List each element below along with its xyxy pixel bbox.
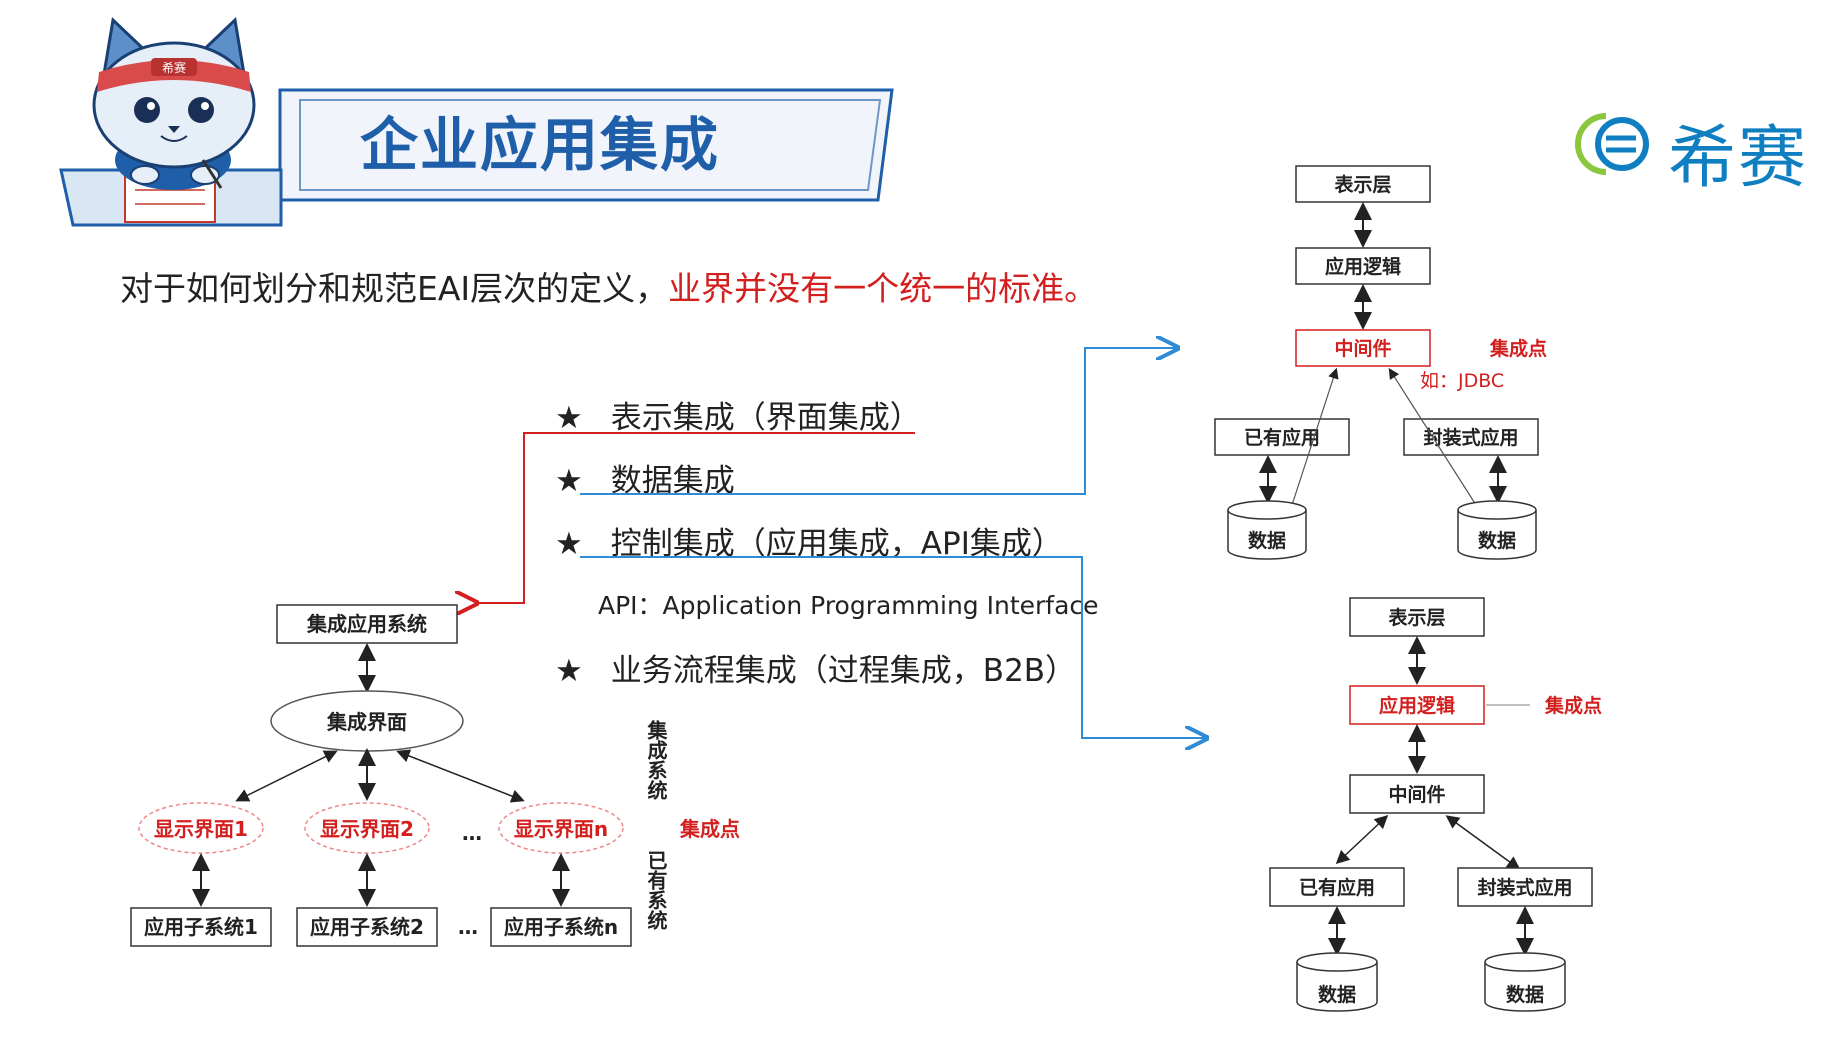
side-label-existing: 已有系统 (644, 850, 668, 931)
star-icon: ★ (555, 526, 583, 562)
connector-data (580, 348, 1176, 495)
subsystem-ellipsis: … (458, 915, 478, 939)
intro-plain: 对于如何划分和规范EAI层次的定义， (120, 269, 669, 308)
ui-integration-diagram: 集成应用系统 集成界面 显示界面1 显示界面2 … 显示界面n 应用子系统1 应… (130, 604, 740, 947)
intro-sentence: 对于如何划分和规范EAI层次的定义，业界并没有一个统一的标准。 (120, 262, 1097, 310)
subsystem-2: 应用子系统2 (310, 915, 424, 939)
star-icon: ★ (555, 463, 583, 499)
existing-app-box: 已有应用 (1244, 426, 1320, 449)
display-ui-2: 显示界面2 (320, 817, 414, 841)
presentation-layer-box: 表示层 (1334, 173, 1391, 196)
item-text: 业务流程集成（过程集成，B2B） (610, 653, 1077, 689)
connector-control (580, 556, 1205, 738)
display-ui-ellipsis: … (462, 821, 482, 845)
brand-name: 希赛 (1668, 119, 1809, 198)
database-2: 数据 (1478, 529, 1516, 552)
star-icon: ★ (555, 653, 583, 689)
subsystem-1: 应用子系统1 (144, 915, 258, 939)
middleware-box: 中间件 (1334, 337, 1391, 360)
database-1: 数据 (1248, 529, 1286, 552)
item-presentation: ★ 表示集成（界面集成） (555, 392, 921, 437)
subsystem-n: 应用子系统n (504, 915, 618, 939)
presentation-layer-box: 表示层 (1388, 606, 1445, 629)
item-process: ★ 业务流程集成（过程集成，B2B） (555, 645, 1076, 690)
app-logic-box: 应用逻辑 (1325, 255, 1401, 278)
api-note: API：Application Programming Interface (598, 591, 1099, 620)
integration-ui-ellipse: 集成界面 (326, 710, 407, 734)
data-integration-diagram: 表示层 应用逻辑 中间件 集成点 如：JDBC 已有应用 封装式应用 数据 数据 (1214, 165, 1547, 560)
mascot-band-text: 希赛 (162, 60, 186, 75)
display-ui-n: 显示界面n (514, 817, 608, 841)
packaged-app-box: 封装式应用 (1423, 426, 1518, 449)
side-label-integration: 集成系统 (644, 719, 668, 801)
packaged-app-box: 封装式应用 (1477, 876, 1572, 899)
integrated-app-box: 集成应用系统 (306, 612, 427, 636)
connector-presentation (475, 432, 915, 603)
jdbc-example-label: 如：JDBC (1420, 370, 1504, 392)
intro-highlight: 业界并没有一个统一的标准。 (668, 269, 1098, 308)
integration-point-label: 集成点 (1544, 694, 1602, 717)
app-logic-box: 应用逻辑 (1379, 694, 1455, 717)
page-title: 企业应用集成 (360, 111, 721, 179)
database-1: 数据 (1318, 983, 1356, 1006)
xisai-logo-icon (1575, 113, 1649, 175)
middleware-box: 中间件 (1388, 783, 1445, 806)
star-icon: ★ (555, 400, 583, 436)
display-ui-1: 显示界面1 (154, 817, 248, 841)
integration-point-label: 集成点 (679, 817, 740, 841)
item-text: 表示集成（界面集成） (610, 400, 921, 436)
control-integration-diagram: 表示层 应用逻辑 集成点 中间件 已有应用 封装式应用 数据 数据 (1269, 597, 1602, 1012)
title-banner (278, 88, 894, 202)
database-2: 数据 (1506, 983, 1544, 1006)
integration-point-label: 集成点 (1489, 337, 1547, 360)
existing-app-box: 已有应用 (1299, 876, 1375, 899)
cat-mascot-icon: 希赛 (59, 16, 283, 227)
